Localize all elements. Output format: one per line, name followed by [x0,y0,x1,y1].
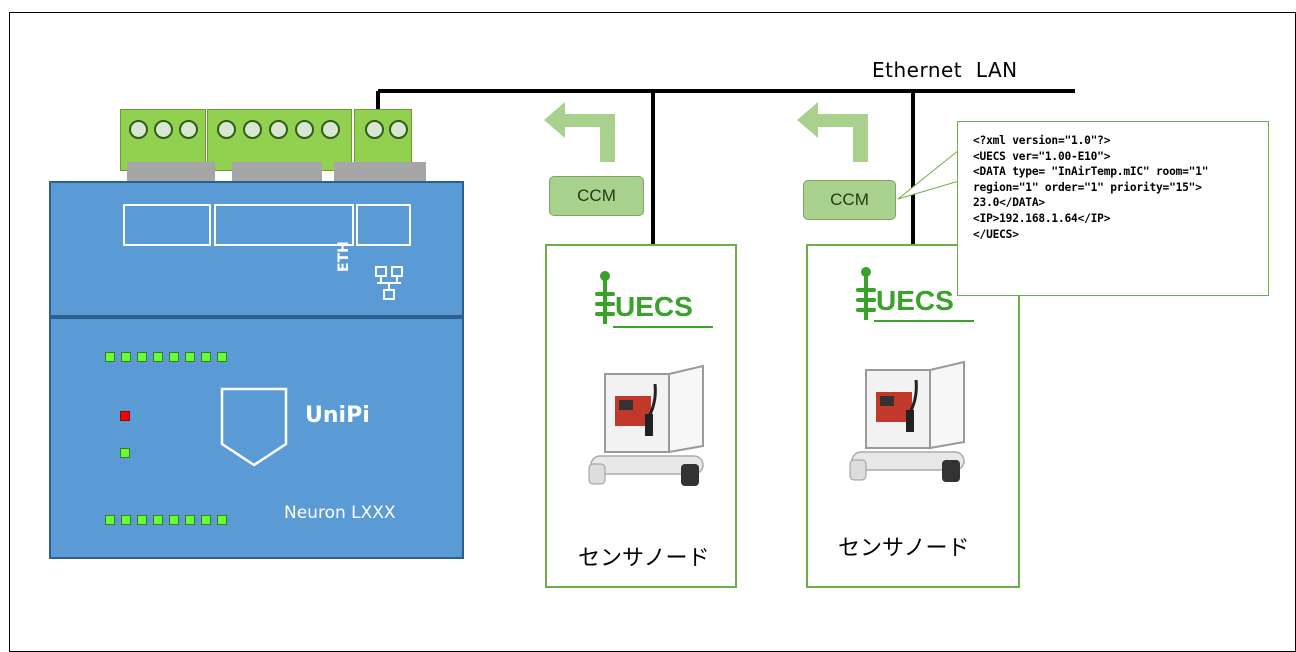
uecs-logo-underline [613,326,713,328]
status-led [169,515,179,525]
terminal-screw-icon [389,120,408,139]
terminal-block-1 [120,109,206,171]
port-slot [123,204,211,246]
sensor-node-1: UECS センサノード [545,244,737,588]
status-led [121,352,131,362]
arrow-left-icon [797,102,868,162]
terminal-screw-icon [154,120,173,139]
uecs-plant-icon [856,267,876,320]
status-led [120,448,130,458]
status-led [153,515,163,525]
uecs-logo-text: UECS [615,291,693,322]
status-led [169,352,179,362]
terminal-plug [334,162,426,182]
port-slot [214,204,354,246]
shield-badge-icon [220,387,288,467]
xml-line: <UECS ver="1.00-E10"> [973,149,1111,163]
terminal-plug [232,162,322,182]
terminal-screw-icon [217,120,236,139]
sensor-node-label: センサノード [838,536,970,561]
status-led [185,352,195,362]
xml-callout: <?xml version="1.0"?> <UECS ver="1.00-E1… [957,121,1269,296]
xml-line: </UECS> [973,227,1019,241]
xml-line: <?xml version="1.0"?> [973,134,1111,147]
status-led [105,352,115,362]
arrow-left-icon [544,102,615,162]
terminal-plug [127,162,215,182]
status-led [137,352,147,362]
sensor-node-label: センサノード [578,546,710,571]
terminal-screw-icon [243,120,262,139]
unipi-brand: UniPi [305,403,370,428]
status-led [217,352,227,362]
xml-line: <DATA type= "InAirTemp.mIC" room="1" [973,165,1209,179]
xml-line: <IP>192.168.1.64</IP> [973,211,1111,225]
xml-line: region="1" order="1" priority="15"> [973,180,1202,194]
uecs-plant-icon [595,271,615,324]
uecs-logo-text: UECS [876,285,954,316]
network-icon [375,266,403,300]
xml-line: 23.0</DATA> [973,196,1045,210]
sensor-enclosure-image [849,360,965,482]
terminal-block-3 [354,109,412,171]
status-led [105,515,115,525]
status-led-red [120,411,130,421]
unipi-model: Neuron LXXX [284,503,396,523]
status-led [137,515,147,525]
status-led [201,515,211,525]
ccm-packet-2: CCM [803,180,896,220]
status-led [185,515,195,525]
status-led [201,352,211,362]
callout-tail [897,148,960,200]
terminal-screw-icon [365,120,384,139]
unipi-bottom-panel [49,317,464,559]
terminal-screw-icon [269,120,288,139]
port-slot [356,204,411,246]
ccm-packet-1: CCM [549,176,644,216]
status-led [217,515,227,525]
status-led [121,515,131,525]
terminal-screw-icon [179,120,198,139]
sensor-enclosure-image [588,364,704,486]
ethernet-lan-label: Ethernet LAN [872,58,1018,82]
terminal-screw-icon [295,120,314,139]
uecs-logo-underline [874,320,974,322]
sensor-node-2: UECS センサノード [806,244,1020,588]
eth-label: ETH [336,241,352,272]
terminal-screw-icon [321,120,340,139]
terminal-screw-icon [129,120,148,139]
status-led [153,352,163,362]
